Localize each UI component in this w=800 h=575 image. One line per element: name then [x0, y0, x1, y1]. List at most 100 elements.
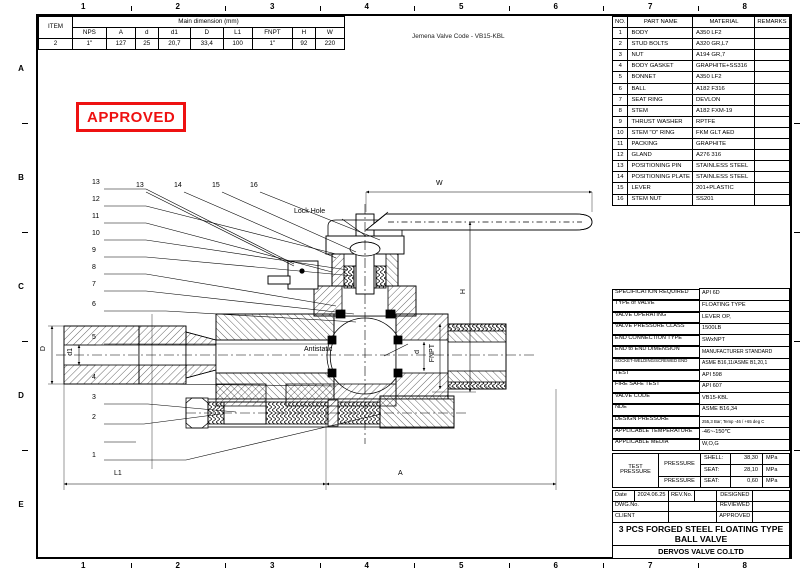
- parts-cell-rem: [753, 193, 791, 206]
- client-value: [667, 511, 718, 523]
- parts-header-mat: MATERIAL: [691, 15, 755, 29]
- parts-cell-no: 4: [611, 60, 629, 73]
- test-pressure-medium: SHELL:: [700, 452, 731, 466]
- dimension-label-a: A: [398, 470, 403, 477]
- parts-cell-mat: DEVLON: [691, 93, 755, 106]
- parts-cell-pn: BALL: [627, 82, 693, 95]
- rev-value: [694, 490, 718, 502]
- specification-value: API 598: [699, 369, 790, 382]
- main-title-line-2: BALL VALVE: [674, 533, 728, 544]
- zone-tick: [794, 232, 800, 233]
- parts-cell-no: 10: [611, 126, 629, 140]
- designed-label: DESIGNED: [716, 490, 754, 502]
- specification-value: SWxNPT: [699, 334, 790, 347]
- zone-tick: [22, 123, 28, 124]
- dimension-value-a: 127: [105, 38, 136, 50]
- parts-cell-mat: STAINLESS STEEL: [691, 171, 755, 184]
- parts-cell-no: 1: [611, 27, 629, 40]
- title-row-main: 3 PCS FORGED STEEL FLOATING TYPE BALL VA…: [612, 521, 790, 546]
- parts-cell-rem: [753, 38, 791, 51]
- parts-cell-no: 14: [611, 171, 629, 184]
- zone-row-D-left: D: [18, 390, 24, 400]
- balloon-7: 7: [92, 281, 96, 288]
- parts-cell-mat: A320 GR,L7: [691, 38, 755, 51]
- specification-value: ASME B16,34: [699, 403, 790, 417]
- reviewed-value: [752, 500, 790, 513]
- parts-cell-pn: BONNET: [627, 71, 693, 84]
- dimension-label-h: H: [460, 289, 467, 295]
- parts-cell-no: 8: [611, 104, 629, 117]
- parts-cell-rem: [753, 104, 791, 117]
- parts-cell-mat: GRAPHITE: [691, 138, 755, 151]
- test-pressure-group-line-2: PRESSURE: [620, 469, 651, 476]
- dimension-value-nps: 1": [72, 38, 107, 50]
- specification-value: API 607: [699, 380, 790, 394]
- balloon-top-13: 13: [136, 182, 144, 189]
- balloon-10: 10: [92, 230, 100, 237]
- zone-column-7-top: 7: [648, 2, 653, 11]
- test-pressure-value: 38,30: [730, 452, 763, 466]
- dimension-value-w: 220: [314, 38, 346, 50]
- parts-cell-rem: [753, 60, 791, 73]
- specification-value: ASME B16,11/ASME B1,20,1: [699, 357, 790, 371]
- zone-tick: [603, 6, 604, 11]
- zone-tick: [319, 563, 321, 568]
- test-pressure-kind: PRESSURE: [658, 475, 701, 488]
- test-pressure-medium: SEAT:: [700, 475, 731, 488]
- parts-cell-no: 2: [611, 38, 629, 51]
- zone-tick: [697, 563, 699, 568]
- parts-cell-rem: [753, 182, 791, 195]
- dwg-label: DWG.No.: [612, 500, 669, 513]
- balloon-13: 13: [92, 179, 100, 186]
- dimension-value-d: 33,4: [190, 38, 224, 50]
- zone-tick: [22, 450, 28, 451]
- dimension-col-header-w: W: [314, 27, 346, 39]
- title-row-company: DERVOS VALVE CO.LTD: [612, 544, 790, 559]
- specification-label: END CONNECTION TYPE: [612, 334, 700, 347]
- zone-column-1-top: 1: [81, 2, 86, 11]
- parts-cell-mat: STAINLESS STEEL: [691, 160, 755, 173]
- parts-header-pn: PART NAME: [627, 15, 693, 29]
- dimension-col-header-nps: NPS: [72, 27, 107, 39]
- parts-cell-pn: LEVER: [627, 182, 693, 195]
- parts-cell-pn: STUD BOLTS: [627, 38, 693, 51]
- annotation-lock-hole: Lock Hole: [294, 208, 326, 215]
- reviewed-label: REVIEWED: [716, 500, 754, 513]
- balloon-1: 1: [92, 452, 96, 459]
- parts-cell-pn: STEM NUT: [627, 193, 693, 206]
- dimension-item-header: ITEM: [38, 16, 73, 39]
- balloon-11: 11: [92, 213, 100, 220]
- specification-label: VALVE CODE: [612, 392, 700, 405]
- parts-cell-rem: [753, 49, 791, 62]
- parts-cell-rem: [753, 138, 791, 151]
- parts-cell-pn: POSITIONING PLATE: [627, 171, 693, 184]
- dimension-col-header-d: d: [134, 27, 159, 39]
- parts-cell-pn: POSITIONING PIN: [627, 160, 693, 173]
- parts-cell-no: 9: [611, 115, 629, 128]
- zone-column-4-bot: 4: [364, 561, 369, 570]
- test-pressure-value: 28,10: [730, 464, 763, 477]
- zone-tick: [794, 341, 800, 342]
- specification-label: APPLICABLE TEMPERATURE: [612, 427, 700, 440]
- specification-label: END to END DIMENSION: [612, 346, 700, 359]
- border-frame: [36, 14, 792, 559]
- parts-cell-mat: FKM GLT AED: [691, 126, 755, 140]
- zone-column-1-bot: 1: [81, 561, 86, 570]
- parts-cell-no: 6: [611, 82, 629, 95]
- rev-label: REV.No.: [667, 490, 696, 502]
- dwg-value: [667, 500, 718, 513]
- dimension-value-fnpt: 1": [251, 38, 294, 50]
- zone-column-8-bot: 8: [742, 561, 747, 570]
